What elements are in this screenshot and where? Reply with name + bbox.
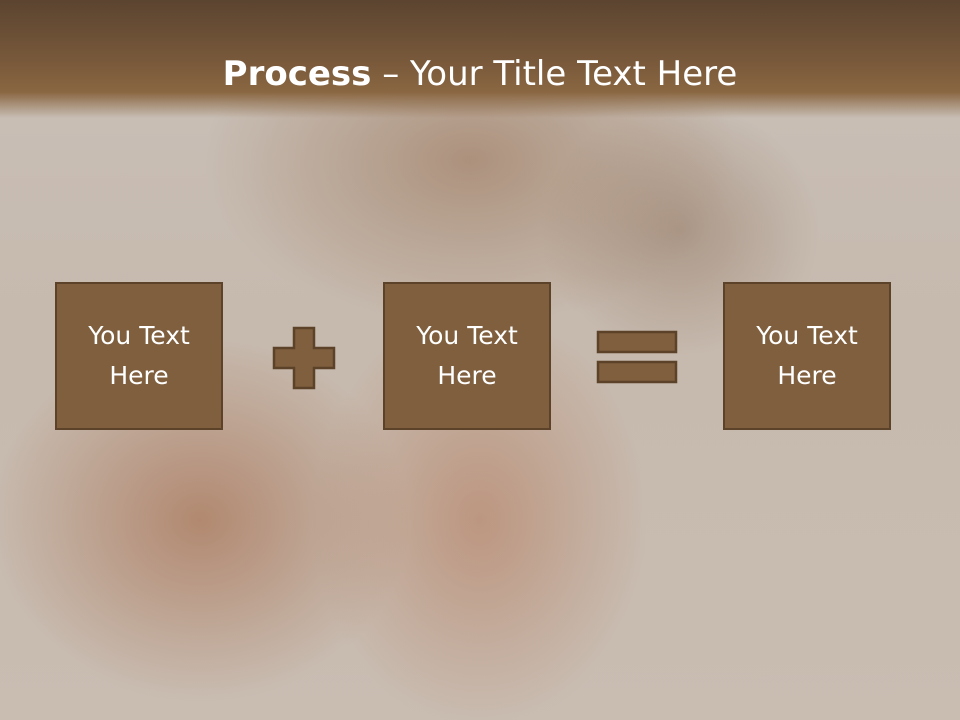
process-box-1: You Text Here — [55, 282, 223, 430]
process-box-2: You Text Here — [383, 282, 551, 430]
title-rest: Your Title Text Here — [410, 54, 738, 94]
plus-icon — [272, 326, 336, 390]
process-box-3: You Text Here — [723, 282, 891, 430]
title-bold: Process — [222, 54, 372, 94]
equals-icon — [596, 330, 678, 384]
slide-title: Process – Your Title Text Here — [0, 52, 960, 96]
title-separator: – — [371, 54, 411, 94]
title-bar — [0, 0, 960, 118]
